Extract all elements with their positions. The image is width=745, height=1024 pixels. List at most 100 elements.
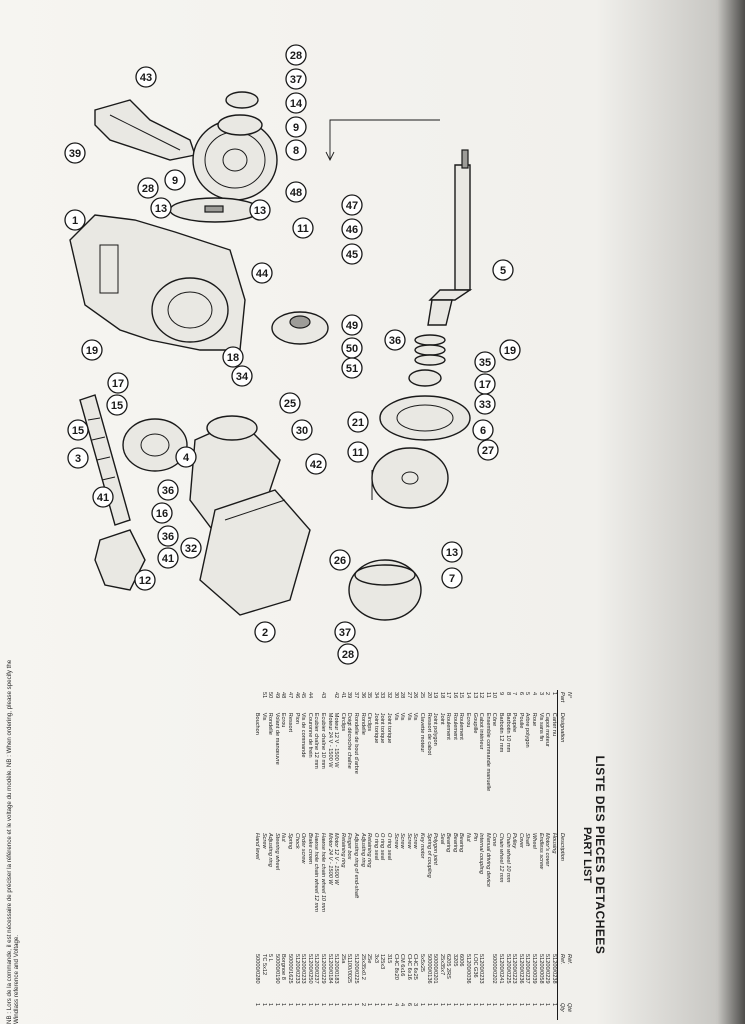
part-qty: 1: [418, 1002, 425, 1007]
callout-30: 30: [291, 419, 313, 441]
part-ref: 51200/0225: [353, 954, 359, 984]
callout-36: 36: [384, 329, 406, 351]
part-description: Screw: [260, 832, 267, 849]
callout-label: 28: [142, 183, 154, 195]
part-ref: 315: [385, 954, 392, 964]
part-qty: 1: [353, 1002, 359, 1007]
part-manual-drive: [371, 447, 449, 509]
callout-label: 13: [155, 203, 167, 215]
part-designation: Circlips: [366, 712, 373, 732]
part-ref: 51200/0236: [517, 954, 524, 984]
part-ref: 50000/0136: [425, 954, 432, 984]
part-designation: Joint: [438, 712, 445, 725]
callout-36: 36: [157, 479, 179, 501]
part-description: Spring of coupling: [425, 832, 432, 878]
part-ref: 51100/0025: [346, 954, 353, 984]
part-description: Screw: [399, 832, 406, 849]
callout-8: 8: [285, 139, 307, 161]
part-no: 37: [353, 692, 359, 699]
part-qty: 1: [531, 1002, 538, 1007]
part-ref: 25e: [366, 954, 373, 964]
part-designation: Volant de manœuvre: [273, 712, 280, 765]
part-ref: 125x3: [379, 954, 386, 970]
part-ref: CM 6x16: [399, 954, 406, 977]
callout-label: 39: [69, 148, 81, 160]
callout-label: 37: [290, 74, 302, 86]
header-designation: Désignation: [557, 710, 573, 831]
part-designation: Moteur 12 V - 1500 W: [333, 712, 340, 768]
callout-6: 6: [472, 419, 494, 441]
callout-label: 48: [290, 187, 302, 199]
part-no: 48: [280, 692, 287, 699]
part-description: Internal coupling: [478, 832, 485, 874]
part-ref: 51200/0036: [465, 954, 472, 984]
part-designation: Joint torique: [379, 712, 386, 744]
part-designation: Pion: [293, 712, 300, 724]
callout-label: 14: [290, 98, 303, 110]
callout-label: 36: [162, 485, 174, 497]
part-designation: Vis sans fin: [537, 712, 544, 742]
part-no: 35: [366, 692, 373, 699]
part-designation: Joint torique: [385, 712, 392, 744]
part-steering-wheel: [271, 311, 329, 345]
callout-label: 35: [479, 357, 491, 369]
part-designation: Barbotin 12 mm: [498, 712, 505, 753]
callout-label: 19: [504, 345, 516, 357]
callout-label: 42: [310, 459, 322, 471]
part-no: 20: [425, 692, 432, 699]
callout-44: 44: [251, 262, 273, 284]
part-no: 32: [385, 692, 392, 699]
part-qty: 1: [425, 1002, 432, 1007]
part-qty: 1: [498, 1002, 505, 1007]
part-description: Brake crown: [306, 832, 313, 865]
callout-13: 13: [441, 541, 463, 563]
part-qty: 1: [339, 1002, 346, 1007]
part-designation: Rondelle: [359, 712, 366, 735]
part-spring-rings: [414, 334, 446, 366]
part-no: 41: [339, 692, 346, 699]
callout-label: 32: [185, 543, 197, 555]
part-designation: Ressort de cabot: [425, 712, 432, 756]
part-no: [254, 690, 261, 711]
callout-16: 16: [151, 502, 173, 524]
part-designation: Ensemble commande manuelle: [484, 712, 491, 792]
parts-table: N°Part Désignation Description Réf.Ref. …: [254, 690, 573, 1020]
callout-label: 41: [97, 492, 109, 504]
callout-label: 36: [389, 335, 401, 347]
part-ref: 3x3: [372, 954, 379, 964]
callout-label: 44: [256, 268, 269, 280]
callout-50: 50: [341, 337, 363, 359]
part-ref: LOC G36: [471, 954, 478, 978]
part-no: 8: [504, 692, 511, 696]
part-description: Hawse hole chain wheel 12 mm: [313, 832, 320, 912]
footnote-rotation: NB : Lors de la commande, il est nécessa…: [6, 644, 20, 1024]
callout-28: 28: [137, 177, 159, 199]
part-no: 47: [287, 692, 294, 699]
callout-35: 35: [474, 351, 496, 373]
parts-table-header: N°Part Désignation Description Réf.Ref. …: [557, 690, 573, 1020]
callout-28: 28: [285, 44, 307, 66]
callout-label: 36: [162, 531, 174, 543]
part-no: 45: [300, 692, 307, 699]
callout-13: 13: [249, 199, 271, 221]
part-designation: Joint polygon: [432, 712, 439, 746]
part-designation: Arbre polygon: [524, 712, 531, 748]
callout-45: 45: [341, 243, 363, 265]
part-description: Endless screw: [537, 832, 544, 869]
callout-label: 27: [482, 445, 494, 457]
part-qty: 1: [544, 1002, 551, 1007]
